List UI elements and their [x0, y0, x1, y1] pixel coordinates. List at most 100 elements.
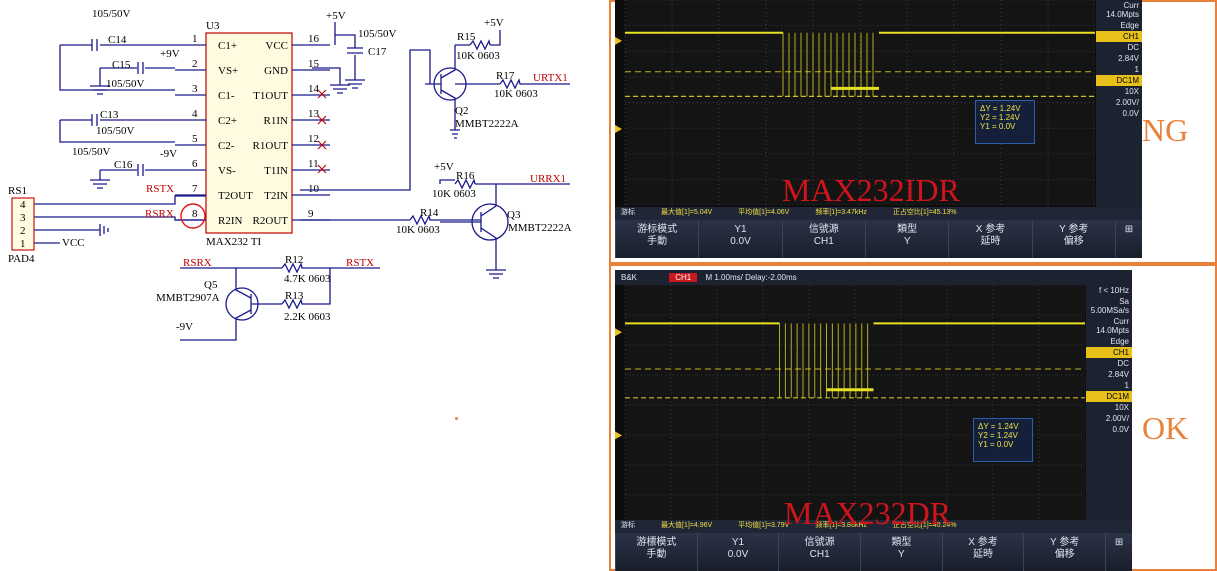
softkey-label: 類型 [897, 224, 918, 235]
pin-5-name: C2- [218, 140, 235, 152]
ch1-marker [615, 125, 622, 134]
softkey-value: 延時 [980, 236, 1001, 247]
right-panel-item: 2.84V [1108, 370, 1129, 379]
softkey-value: 手動 [647, 236, 668, 247]
r15-symbol [469, 39, 491, 51]
measurement-value: 平均值[1]=3.79V [738, 522, 790, 529]
softkey-button[interactable]: Y 参考偏移 [1023, 533, 1106, 571]
pin-12-name: R1OUT [253, 140, 289, 152]
no-connect-marks [317, 89, 327, 174]
side-label-ok: OK [1142, 410, 1189, 446]
decorative-dot [455, 417, 458, 420]
r17-value: 10K 0603 [494, 88, 538, 100]
softkey-value: 偏移 [1054, 549, 1075, 560]
pin-2-number: 2 [192, 58, 198, 70]
connector-wire [34, 195, 206, 244]
softkey-button[interactable]: X 参考延時 [948, 220, 1032, 258]
pin-6-number: 6 [192, 158, 198, 170]
pin-15-name: GND [264, 65, 288, 77]
c13-value: 105/50V [96, 125, 135, 137]
network-icon: ⊞ [1114, 220, 1142, 258]
pin-2-name: VS+ [218, 65, 238, 77]
r12-value: 4.7K 0603 [284, 273, 331, 285]
measurement-value: 最大值[1]=5.04V [661, 209, 713, 216]
c16-ground [90, 179, 110, 189]
scope-grid [624, 285, 1085, 525]
c16-ref: C16 [114, 159, 133, 171]
r12-r13-symbol [281, 262, 312, 310]
softkey-button[interactable]: 游标模式手動 [615, 220, 699, 258]
right-panel-item: Curr 14.0Mpts [1106, 1, 1139, 19]
softkey-value: 延時 [973, 549, 994, 560]
plus9v-label: +9V [160, 48, 180, 60]
cursor-readout-line: Y1 = 0.0V [980, 122, 1016, 131]
pin-7-number: 7 [192, 183, 198, 195]
softkey-button[interactable]: 游標模式手動 [615, 533, 697, 571]
pin-11-number: 11 [308, 158, 319, 170]
minus9v-label-2: -9V [176, 321, 193, 333]
minus9v-label: -9V [160, 148, 177, 160]
ic-ref: U3 [206, 20, 220, 32]
softkey-label: Y 参考 [1059, 224, 1089, 235]
c15-ref: C15 [112, 59, 131, 71]
r16-ref: R16 [456, 170, 475, 182]
cursor-readout-line: Y1 = 0.0V [978, 440, 1014, 449]
softkey-button[interactable]: Y 参考偏移 [1031, 220, 1115, 258]
right-panel-item: 2.84V [1118, 54, 1139, 63]
softkey-label: Y1 [734, 224, 747, 235]
softkey-button[interactable]: X 参考延時 [941, 533, 1024, 571]
net-urtx1: URTX1 [533, 72, 568, 84]
right-panel-item: 1 [1124, 381, 1129, 390]
q2-part: MMBT2222A [455, 118, 519, 130]
scope-timebase: M 1.00ms/ Delay:-2.00ms [705, 273, 797, 282]
pin-14-name: T1OUT [253, 90, 288, 102]
chip-label-ok: MAX232DR [784, 495, 952, 531]
net-urrx1: URRX1 [530, 173, 566, 185]
pin-11-name: T1IN [264, 165, 288, 177]
ch1-marker [615, 431, 622, 440]
right-panel-item: CH1 [1096, 31, 1142, 42]
connector-pin-1: 1 [20, 238, 26, 250]
r15-value: 10K 0603 [456, 50, 500, 62]
connector-pin-2: 2 [20, 225, 26, 237]
right-panel-item: Sa 5.00MSa/s [1090, 297, 1129, 315]
right-panel-item: DC1M [1086, 391, 1132, 402]
c13-symbol [91, 114, 98, 126]
gnd-wire [312, 67, 350, 94]
ic-part: MAX232 TI [206, 236, 261, 248]
r14-ref: R14 [420, 207, 439, 219]
net-rsrx: RSRX [145, 208, 174, 220]
softkey-value: 0.0V [730, 236, 751, 247]
scope-brand: B&K [621, 273, 638, 282]
c15-value: 105/50V [106, 78, 145, 90]
ic-right-pins: 16VCC15GND14T1OUT13R1IN12R1OUT11T1IN10T2… [253, 33, 330, 227]
r17-ref: R17 [496, 70, 515, 82]
scope-ch-badge: CH1 [669, 273, 698, 282]
pin-3-number: 3 [192, 83, 198, 95]
scope-header: B&K CH1 M 1.00ms/ Delay:-2.00ms [615, 270, 1132, 285]
pin-8-name: R2IN [218, 215, 243, 227]
scope-screenshot-ok: B&K CH1 M 1.00ms/ Delay:-2.00ms f < 10Hz… [615, 270, 1132, 571]
scope-trace [615, 322, 1085, 440]
c15-wire [99, 67, 175, 86]
net-rstx: RSTX [146, 183, 174, 195]
pin-16-number: 16 [308, 33, 320, 45]
pin-6-name: VS- [218, 165, 236, 177]
right-panel-item: DC [1127, 43, 1139, 52]
softkey-value: CH1 [809, 549, 830, 560]
c15-symbol [137, 62, 144, 74]
cursor-readout-line: Y2 = 1.24V [978, 431, 1018, 440]
menu-title: 游标 [621, 522, 635, 529]
scope-trace [615, 31, 1095, 134]
measurement-value: 最大值[1]=4.96V [661, 522, 713, 529]
